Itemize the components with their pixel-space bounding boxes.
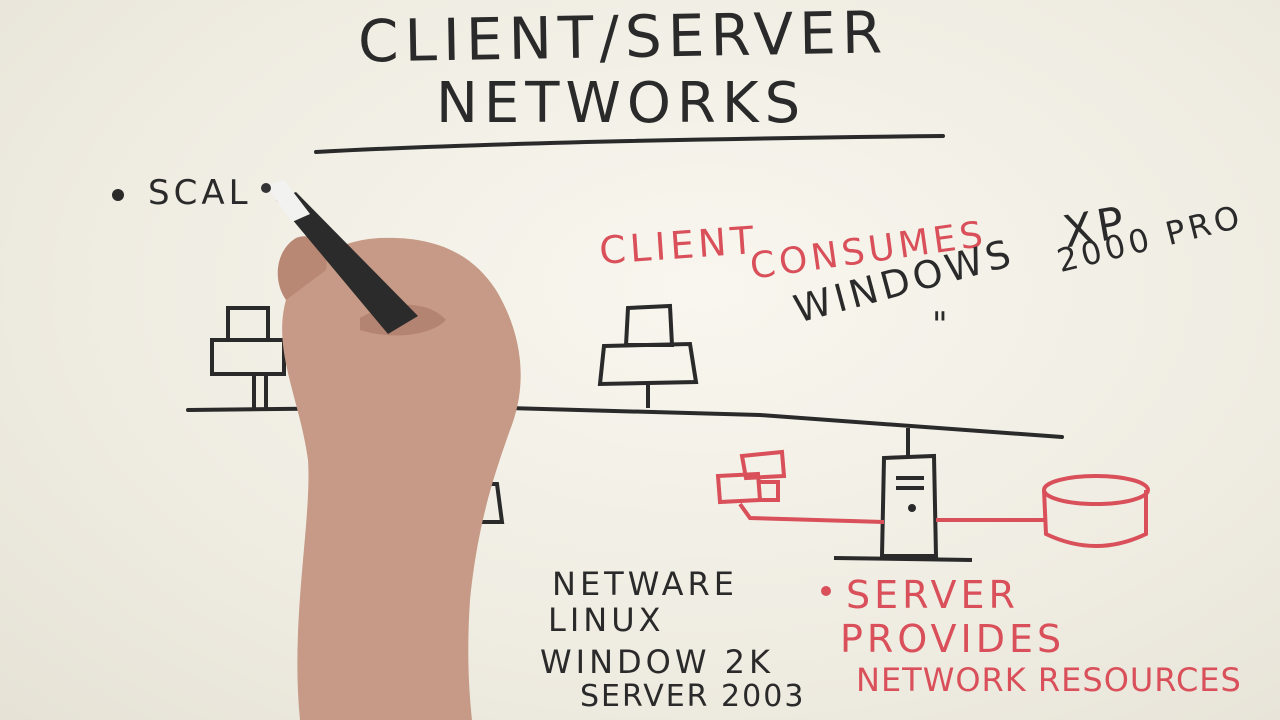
title-underline bbox=[314, 134, 945, 154]
hand-with-marker-icon bbox=[261, 180, 521, 720]
server-os-windows-2k: WINDOW 2K bbox=[540, 643, 774, 681]
database-icon bbox=[1042, 474, 1150, 548]
client-computer-left-icon bbox=[210, 306, 286, 410]
server-note-provides: PROVIDES bbox=[840, 617, 1066, 661]
title-line-1: CLIENT/SERVER bbox=[357, 0, 889, 76]
server-tower-icon bbox=[833, 428, 973, 562]
bullet-dot-server bbox=[821, 586, 831, 596]
printer-link bbox=[738, 502, 885, 524]
bullet-dot-scale bbox=[112, 189, 124, 201]
server-os-2003: SERVER 2003 bbox=[580, 679, 806, 714]
server-note-resources: NETWORK RESOURCES bbox=[856, 661, 1242, 699]
bullet-scale-text: SCAL bbox=[148, 173, 252, 213]
printer-icon bbox=[715, 449, 787, 505]
client-label: CLIENT bbox=[597, 217, 760, 273]
server-os-netware: NETWARE bbox=[552, 565, 738, 603]
server-os-linux: LINUX bbox=[548, 601, 665, 639]
client-os-ditto: " bbox=[932, 305, 952, 345]
server-note-server: SERVER bbox=[846, 573, 1019, 617]
client-computer-icon bbox=[597, 303, 699, 408]
title-line-2: NETWORKS bbox=[436, 71, 807, 136]
